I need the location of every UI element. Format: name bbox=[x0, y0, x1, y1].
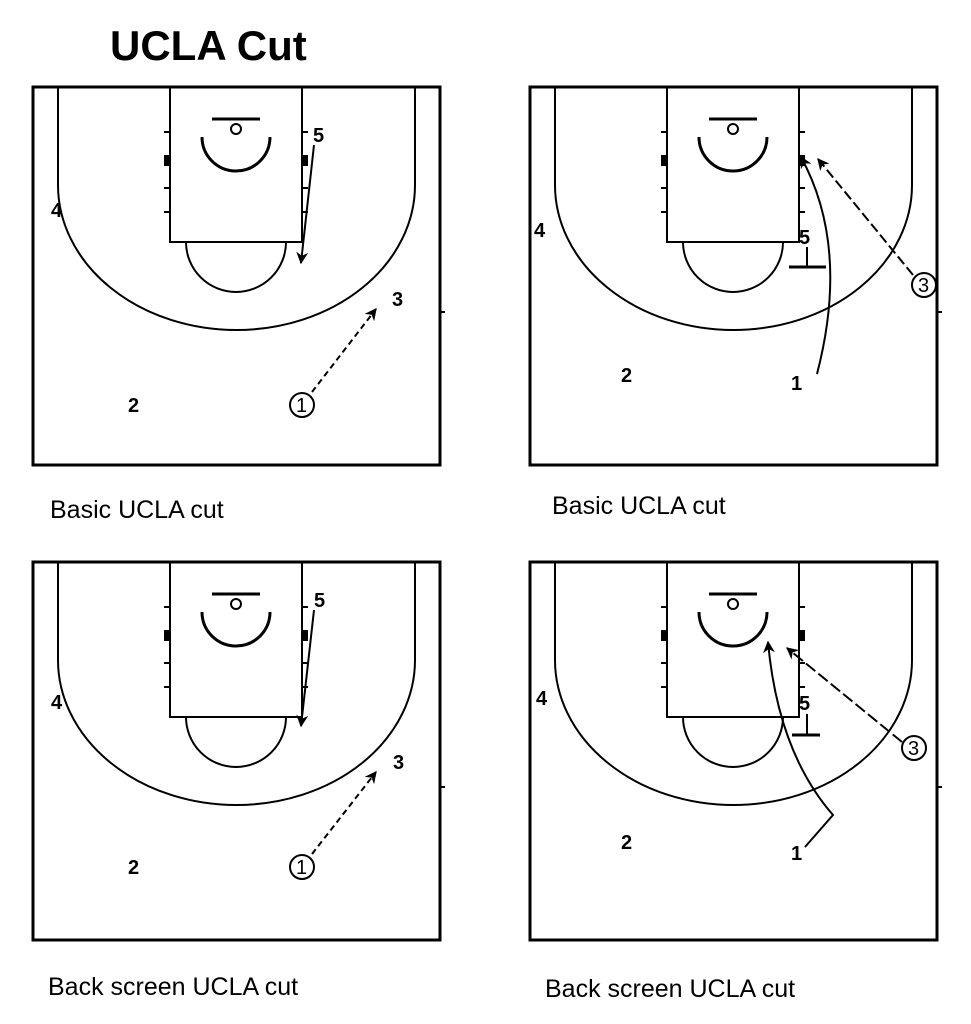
player-4: 4 bbox=[51, 200, 63, 222]
half-court bbox=[528, 560, 944, 942]
player-1: 1 bbox=[296, 395, 307, 417]
player-4: 4 bbox=[536, 688, 548, 710]
page-title: UCLA Cut bbox=[110, 22, 307, 69]
player-1: 1 bbox=[791, 373, 802, 395]
diagram-back-screen-ucla-cut-1: 5 4 3 1 2 bbox=[31, 560, 447, 942]
diagram-back-screen-ucla-cut-2: 4 5 2 1 3 bbox=[528, 560, 944, 942]
player-3: 3 bbox=[908, 738, 919, 760]
caption: Back screen UCLA cut bbox=[48, 973, 298, 1001]
player-3: 3 bbox=[918, 275, 929, 297]
caption: Back screen UCLA cut bbox=[545, 975, 795, 1003]
player-3-ball-circle bbox=[901, 735, 927, 761]
diagram-basic-ucla-cut-2: 4 5 2 1 3 bbox=[528, 85, 944, 467]
caption: Basic UCLA cut bbox=[50, 496, 224, 524]
player-2: 2 bbox=[621, 832, 632, 854]
cut-arrow-5 bbox=[296, 144, 315, 265]
player-4: 4 bbox=[534, 220, 546, 242]
pass-arrow bbox=[786, 647, 903, 743]
player-1: 1 bbox=[791, 843, 802, 865]
half-court bbox=[31, 560, 447, 942]
player-5: 5 bbox=[799, 693, 810, 715]
player-3: 3 bbox=[392, 289, 403, 311]
pass-arrow bbox=[311, 771, 377, 855]
pass-arrow bbox=[311, 308, 377, 393]
diagram-basic-ucla-cut-1: 5 4 3 1 2 bbox=[31, 85, 447, 467]
caption: Basic UCLA cut bbox=[552, 492, 726, 520]
cut-arrow-5 bbox=[296, 609, 315, 728]
ucla-cut-path-1 bbox=[800, 155, 832, 375]
half-court bbox=[528, 85, 944, 467]
player-5: 5 bbox=[799, 227, 810, 249]
half-court bbox=[31, 85, 447, 467]
player-3-ball-circle bbox=[911, 272, 937, 298]
player-1: 1 bbox=[296, 857, 307, 879]
player-1-ball-circle bbox=[289, 392, 315, 418]
player-2: 2 bbox=[128, 395, 139, 417]
ucla-cut-path-1 bbox=[763, 640, 835, 848]
pass-arrow bbox=[817, 158, 914, 276]
player-4: 4 bbox=[51, 692, 63, 714]
player-5: 5 bbox=[313, 125, 324, 147]
player-2: 2 bbox=[621, 365, 632, 387]
player-1-ball-circle bbox=[289, 854, 315, 880]
player-2: 2 bbox=[128, 857, 139, 879]
player-5: 5 bbox=[314, 590, 325, 612]
player-3: 3 bbox=[393, 752, 404, 774]
